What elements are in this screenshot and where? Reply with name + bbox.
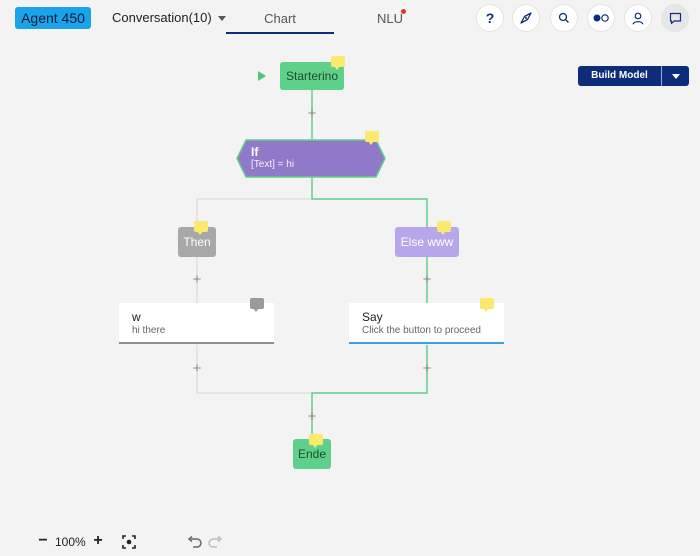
build-model-button[interactable]: Build Model [578, 66, 689, 86]
connector-else-merge [311, 345, 428, 439]
add-node-button[interactable]: + [307, 105, 317, 122]
note-icon[interactable] [194, 221, 208, 235]
note-icon[interactable] [250, 298, 264, 312]
then-node[interactable]: Then [178, 227, 216, 257]
zoom-level: 100% [55, 535, 86, 549]
fit-to-screen-icon[interactable] [122, 535, 136, 549]
note-icon[interactable] [480, 298, 494, 312]
add-node-button[interactable]: + [192, 360, 202, 377]
zoom-in-button[interactable]: + [93, 532, 103, 549]
note-icon[interactable] [437, 221, 451, 235]
compass-button[interactable] [513, 5, 539, 31]
help-icon: ? [485, 10, 495, 26]
flow-canvas[interactable]: Starterino + If [Text] = hi Then Else ww… [0, 38, 700, 556]
user-icon [632, 12, 644, 25]
build-dropdown-button[interactable] [662, 66, 689, 86]
notification-dot [401, 9, 406, 14]
agent-button[interactable]: Agent 450 [15, 7, 91, 29]
if-node-condition: [Text] = hi [251, 159, 295, 170]
add-node-button[interactable]: + [192, 271, 202, 288]
search-button[interactable] [551, 5, 577, 31]
card-subtitle: Click the button to proceed [362, 325, 481, 336]
build-model-label: Build Model [591, 70, 648, 81]
chat-icon [669, 12, 681, 24]
compass-icon [520, 12, 532, 24]
toggle-icon [593, 14, 609, 22]
undo-icon[interactable] [187, 536, 203, 548]
add-node-button[interactable]: + [422, 360, 432, 377]
card-title: Say [362, 310, 383, 324]
add-node-button[interactable]: + [422, 271, 432, 288]
add-node-button[interactable]: + [307, 408, 317, 425]
divider [661, 66, 662, 86]
conversation-dropdown[interactable]: Conversation(10) [112, 10, 226, 25]
chat-button[interactable] [662, 5, 688, 31]
connector-else-branch [311, 178, 428, 227]
search-icon [558, 12, 569, 23]
play-icon[interactable] [258, 71, 266, 81]
zoom-out-button[interactable]: − [38, 532, 48, 549]
chevron-down-icon [217, 16, 226, 22]
redo-icon[interactable] [207, 536, 223, 548]
active-tab-indicator [226, 32, 334, 34]
say-action-card[interactable]: Say Click the button to proceed [349, 303, 504, 344]
conversation-label: Conversation(10) [112, 10, 212, 25]
chevron-down-icon [671, 73, 680, 79]
user-button[interactable] [625, 5, 651, 31]
top-bar: Agent 450 Conversation(10) Chart NLU ? [0, 0, 700, 38]
tab-chart[interactable]: Chart [264, 11, 296, 26]
else-node[interactable]: Else www [395, 227, 459, 257]
help-button[interactable]: ? [477, 5, 503, 31]
note-icon[interactable] [331, 56, 345, 70]
card-subtitle: hi there [132, 325, 166, 336]
connector-then-merge [196, 345, 312, 394]
connector-then-branch [196, 198, 312, 227]
note-icon[interactable] [309, 434, 323, 448]
if-node-title: If [251, 145, 259, 159]
note-icon[interactable] [365, 131, 379, 145]
tab-nlu[interactable]: NLU [376, 11, 403, 26]
card-title: w [132, 310, 141, 324]
toggle-button[interactable] [588, 5, 614, 31]
then-action-card[interactable]: w hi there [119, 303, 274, 344]
end-node[interactable]: Ende [293, 439, 331, 469]
flow-connectors [196, 90, 428, 439]
